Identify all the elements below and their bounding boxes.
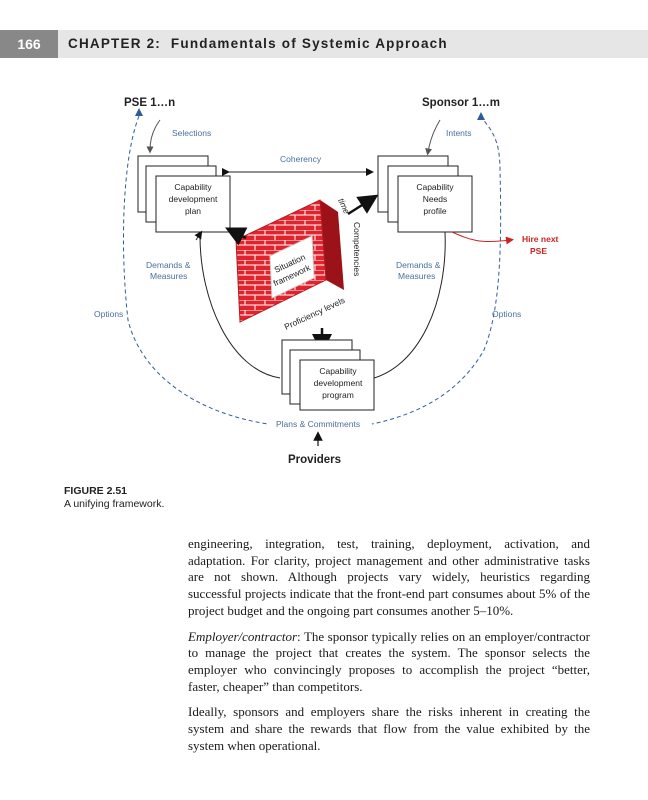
paragraph-3: Ideally, sponsors and employers share th…	[188, 704, 590, 753]
program-line-3: program	[322, 390, 354, 400]
demands-right-1: Demands &	[396, 260, 441, 270]
chapter-label: CHAPTER 2:	[68, 36, 162, 51]
profile-line-3: profile	[423, 206, 446, 216]
profile-line-2: Needs	[423, 194, 448, 204]
plan-line-1: Capability	[174, 182, 212, 192]
hire-next-line-1: Hire next	[522, 234, 559, 244]
capability-development-plan: Capability development plan	[137, 155, 231, 233]
figure-caption: A unifying framework.	[64, 498, 165, 510]
demands-left-2: Measures	[150, 271, 187, 281]
body-text: engineering, integration, test, training…	[188, 536, 590, 763]
inner-right-curve	[365, 231, 446, 381]
sponsor-title: Sponsor 1…m	[422, 97, 500, 109]
plans-label: Plans & Commitments	[276, 419, 360, 429]
plan-line-2: development	[169, 194, 218, 204]
chapter-title: CHAPTER 2: Fundamentals of Systemic Appr…	[68, 30, 448, 58]
demands-left-1: Demands &	[146, 260, 191, 270]
profile-line-1: Capability	[416, 182, 454, 192]
intents-arrow	[425, 119, 441, 156]
demands-right-2: Measures	[398, 271, 435, 281]
intents-label: Intents	[446, 128, 472, 138]
competencies-label: Competencies	[352, 222, 362, 276]
options-right-label: Options	[492, 309, 521, 319]
wall-to-profile-arrow	[347, 194, 379, 216]
hire-next-arrow	[451, 231, 514, 245]
plan-line-3: plan	[185, 206, 201, 216]
chapter-name: Fundamentals of Systemic Approach	[170, 36, 448, 51]
hire-next-line-2: PSE	[530, 246, 547, 256]
paragraph-2: Employer/contractor: The sponsor typical…	[188, 629, 590, 696]
options-left-label: Options	[94, 309, 123, 319]
wall-to-plan-arrow	[225, 227, 248, 246]
capability-development-program: Capability development program	[281, 339, 375, 411]
situation-framework-wall: Situation framework	[235, 199, 344, 323]
options-right-arc	[371, 115, 502, 425]
selections-arrow	[146, 119, 161, 154]
selections-label: Selections	[172, 128, 211, 138]
options-left-arc	[123, 115, 269, 425]
inner-left-arrowhead	[194, 230, 203, 241]
figure-label: FIGURE 2.51	[64, 485, 128, 497]
page-number: 166	[0, 30, 58, 58]
capability-needs-profile: Capability Needs profile	[377, 155, 473, 233]
pse-title: PSE 1…n	[124, 97, 175, 109]
providers-title: Providers	[288, 454, 341, 466]
paragraph-2-rest: : The sponsor typically relies on an emp…	[188, 628, 590, 694]
inner-left-curve	[199, 235, 281, 379]
proficiency-label: Proficiency levels	[283, 295, 347, 332]
unifying-framework-figure: PSE 1…n Sponsor 1…m Selections Intents C…	[94, 97, 559, 466]
paragraph-2-lead: Employer/contractor	[188, 628, 298, 644]
program-line-1: Capability	[319, 366, 357, 376]
program-line-2: development	[314, 378, 363, 388]
running-header	[0, 30, 648, 58]
paragraph-1: engineering, integration, test, training…	[188, 536, 590, 618]
coherency-label: Coherency	[280, 154, 322, 164]
